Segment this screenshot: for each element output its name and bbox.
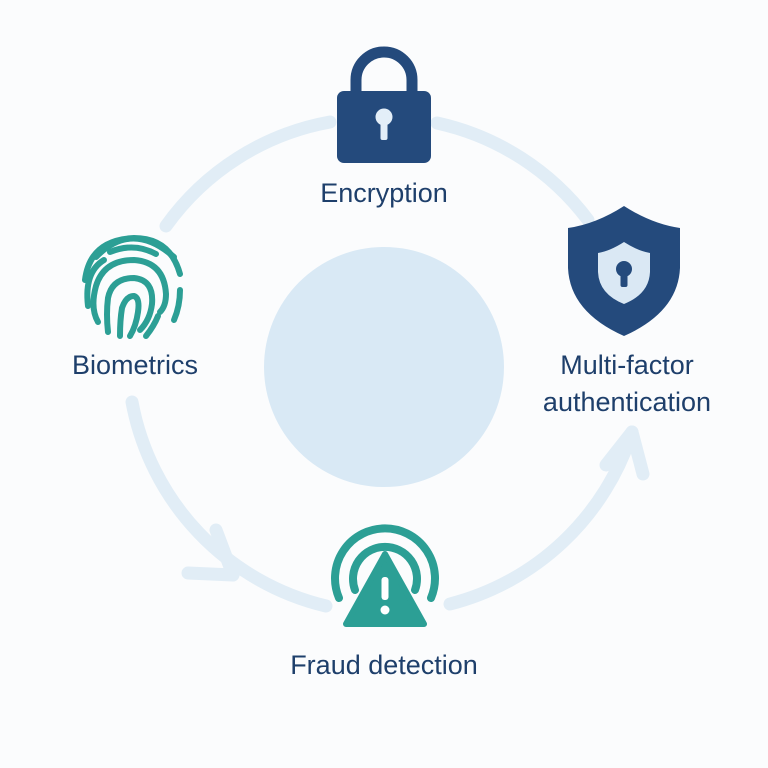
arrowhead-toward-fraud-detection — [181, 523, 240, 582]
fraud-detection-label: Fraud detection — [290, 650, 478, 680]
mfa-label: Multi-factor authentication — [522, 347, 732, 421]
mfa-label-line-1: Multi-factor — [560, 350, 694, 380]
shield-keyhole-icon — [568, 206, 680, 336]
center-hub-circle — [264, 247, 504, 487]
arrowhead-toward-mfa-label — [599, 425, 650, 481]
mfa-label-line-2: authentication — [542, 387, 712, 417]
fingerprint-icon — [82, 234, 183, 339]
ring-arc-fraud-to-biometrics — [125, 395, 333, 613]
ring-arc-biometrics-to-encryption — [159, 115, 337, 233]
warning-signal-icon — [331, 524, 439, 627]
ring-arc-mfa-to-fraud — [443, 425, 639, 611]
biometrics-label: Biometrics — [71, 350, 199, 380]
encryption-label: Encryption — [320, 178, 448, 208]
padlock-icon — [337, 46, 431, 163]
ring-arc-encryption-to-mfa — [430, 116, 595, 227]
